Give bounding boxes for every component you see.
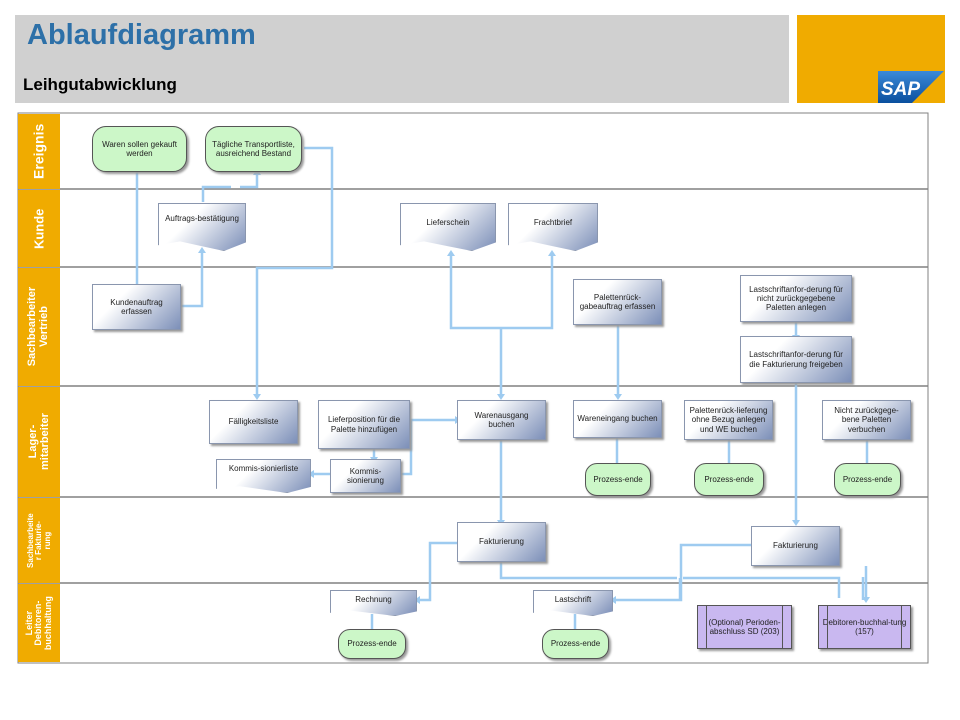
proc-wareneingang-buchen: Wareneingang buchen bbox=[573, 400, 662, 438]
proc-faelligkeitsliste: Fälligkeitsliste bbox=[209, 400, 298, 444]
subprocess-debitorenbuchhaltung: Debitoren-buchhal-tung (157) bbox=[818, 605, 911, 649]
proc-kommissionierung: Kommis-sionierung bbox=[330, 459, 401, 493]
proc-kundenauftrag-erfassen: Kundenauftrag erfassen bbox=[92, 284, 181, 330]
proc-lastschriftanforderung-freigeben: Lastschriftanfor-derung für die Fakturie… bbox=[740, 336, 852, 383]
lane-sachbearbeiter-fakturierung: Sachbearbeite r Fakturie-rung bbox=[18, 498, 60, 583]
lane-ereignis: Ereignis bbox=[18, 114, 60, 189]
proc-lastschriftanforderung-anlegen: Lastschriftanfor-derung für nicht zurück… bbox=[740, 275, 852, 322]
page-subtitle: Leihgutabwicklung bbox=[23, 75, 177, 94]
event-prozessende-2: Prozess-ende bbox=[694, 463, 764, 496]
event-waren-sollen-gekauft-werden: Waren sollen gekauft werden bbox=[92, 126, 187, 172]
event-prozessende-5: Prozess-ende bbox=[542, 629, 609, 659]
subprocess-optional-periodenabschluss: (Optional) Perioden-abschluss SD (203) bbox=[697, 605, 792, 649]
proc-nicht-zurueckgegebene-paletten-verbuchen: Nicht zurückgege-bene Paletten verbuchen bbox=[822, 400, 911, 440]
event-taegliche-transportliste: Tägliche Transportliste, ausreichend Bes… bbox=[205, 126, 302, 172]
proc-fakturierung-1: Fakturierung bbox=[457, 522, 546, 562]
lane-kunde: Kunde bbox=[18, 190, 60, 267]
event-prozessende-1: Prozess-ende bbox=[585, 463, 651, 496]
sap-logo: SAP bbox=[878, 71, 944, 103]
proc-warenausgang-buchen: Warenausgang buchen bbox=[457, 400, 546, 440]
lane-lagermitarbeiter: Lager-mitarbeiter bbox=[18, 387, 60, 497]
header-banner: Ablaufdiagramm Leihgutabwicklung bbox=[15, 15, 789, 103]
lane-leiter-debitorenbuchhaltung: Leiter Debitoren-buchhaltung bbox=[18, 584, 60, 662]
proc-palettenrueckliefung-anlegen: Palettenrück-lieferung ohne Bezug anlege… bbox=[684, 400, 773, 440]
event-prozessende-4: Prozess-ende bbox=[338, 629, 406, 659]
event-prozessende-3: Prozess-ende bbox=[834, 463, 901, 496]
sap-logo-text: SAP bbox=[881, 79, 920, 100]
proc-palettenrueckgabeauftrag-erfassen: Palettenrück-gabeauftrag erfassen bbox=[573, 279, 662, 325]
page-title: Ablaufdiagramm bbox=[27, 19, 256, 51]
proc-fakturierung-2: Fakturierung bbox=[751, 526, 840, 566]
proc-lieferposition-hinzufuegen: Lieferposition für die Palette hinzufüge… bbox=[318, 400, 410, 449]
lane-sachbearbeiter-vertrieb: Sachbearbeiter Vertrieb bbox=[18, 268, 60, 386]
